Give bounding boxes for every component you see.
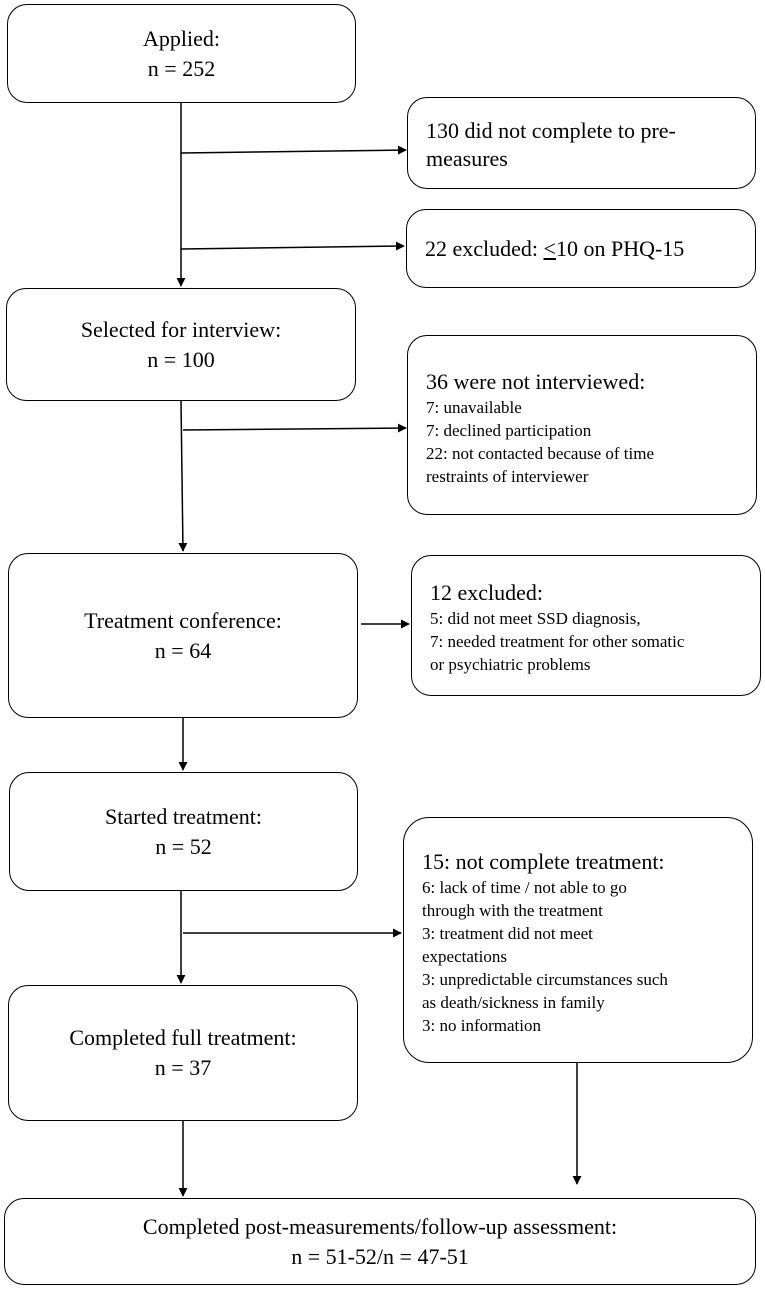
excluded-12-box: 12 excluded: 5: did not meet SSD diagnos… bbox=[411, 555, 761, 696]
post-count: n = 51-52/n = 47-51 bbox=[291, 1243, 469, 1269]
premeasures-line1: 130 did not complete to pre- bbox=[426, 118, 676, 143]
not-complete-heading: 15: not complete treatment: bbox=[422, 849, 665, 874]
phq-excluded-suffix: 10 on PHQ-15 bbox=[555, 235, 685, 261]
not-interviewed-item: 7: unavailable bbox=[426, 398, 522, 417]
applied-box: Applied: n = 252 bbox=[7, 4, 356, 103]
not-interviewed-item: restraints of interviewer bbox=[426, 467, 589, 486]
post-box: Completed post-measurements/follow-up as… bbox=[4, 1198, 756, 1285]
completed-count: n = 37 bbox=[154, 1055, 212, 1080]
conference-box: Treatment conference: n = 64 bbox=[8, 553, 358, 718]
not-complete-item: expectations bbox=[422, 947, 507, 966]
started-count: n = 52 bbox=[155, 833, 212, 859]
not-complete-box: 15: not complete treatment: 6: lack of t… bbox=[403, 817, 753, 1063]
premeasures-box: 130 did not complete to pre- measures bbox=[407, 97, 756, 189]
not-complete-item: through with the treatment bbox=[422, 901, 603, 920]
started-label: Started treatment: bbox=[105, 803, 262, 829]
phq-excluded-text: 22 excluded: <10 on PHQ-15 bbox=[425, 235, 684, 263]
selected-box: Selected for interview: n = 100 bbox=[6, 288, 356, 401]
post-label: Completed post-measurements/follow-up as… bbox=[142, 1213, 618, 1239]
phq-excluded-prefix: 22 excluded: bbox=[425, 235, 544, 261]
arrow-to-premeasures bbox=[180, 145, 407, 155]
applied-count: n = 252 bbox=[147, 55, 216, 81]
started-box: Started treatment: n = 52 bbox=[9, 772, 358, 891]
not-interviewed-item: 7: declined participation bbox=[426, 421, 592, 440]
not-complete-item: 3: treatment did not meet bbox=[422, 924, 593, 943]
completed-label: Completed full treatment: bbox=[69, 1025, 297, 1050]
not-interviewed-box: 36 were not interviewed: 7: unavailable … bbox=[407, 335, 757, 515]
conference-count: n = 64 bbox=[154, 637, 212, 663]
completed-box: Completed full treatment: n = 37 bbox=[8, 985, 358, 1121]
not-complete-item: as death/sickness in family bbox=[422, 993, 605, 1012]
arrow-selected-to-conference bbox=[178, 400, 188, 552]
not-interviewed-item: 22: not contacted because of time bbox=[426, 444, 654, 463]
excluded-12-item: 7: needed treatment for other somatic bbox=[430, 632, 685, 651]
arrow-to-not-interviewed bbox=[182, 423, 407, 433]
phq-excluded-box: 22 excluded: <10 on PHQ-15 bbox=[406, 209, 756, 288]
excluded-12-heading: 12 excluded: bbox=[430, 580, 544, 605]
conference-label: Treatment conference: bbox=[84, 607, 282, 633]
excluded-12-item: 5: did not meet SSD diagnosis, bbox=[430, 609, 641, 628]
applied-label: Applied: bbox=[143, 25, 220, 51]
phq-excluded-symbol: < bbox=[543, 235, 556, 261]
premeasures-line2: measures bbox=[426, 146, 508, 171]
excluded-12-item: or psychiatric problems bbox=[430, 655, 591, 674]
selected-label: Selected for interview: bbox=[80, 316, 282, 342]
selected-count: n = 100 bbox=[147, 346, 215, 372]
not-complete-item: 3: unpredictable circumstances such bbox=[422, 970, 668, 989]
not-complete-item: 6: lack of time / not able to go bbox=[422, 878, 627, 897]
not-complete-item: 3: no information bbox=[422, 1016, 541, 1035]
not-interviewed-heading: 36 were not interviewed: bbox=[426, 369, 646, 394]
arrow-to-phq-excluded bbox=[180, 241, 405, 251]
